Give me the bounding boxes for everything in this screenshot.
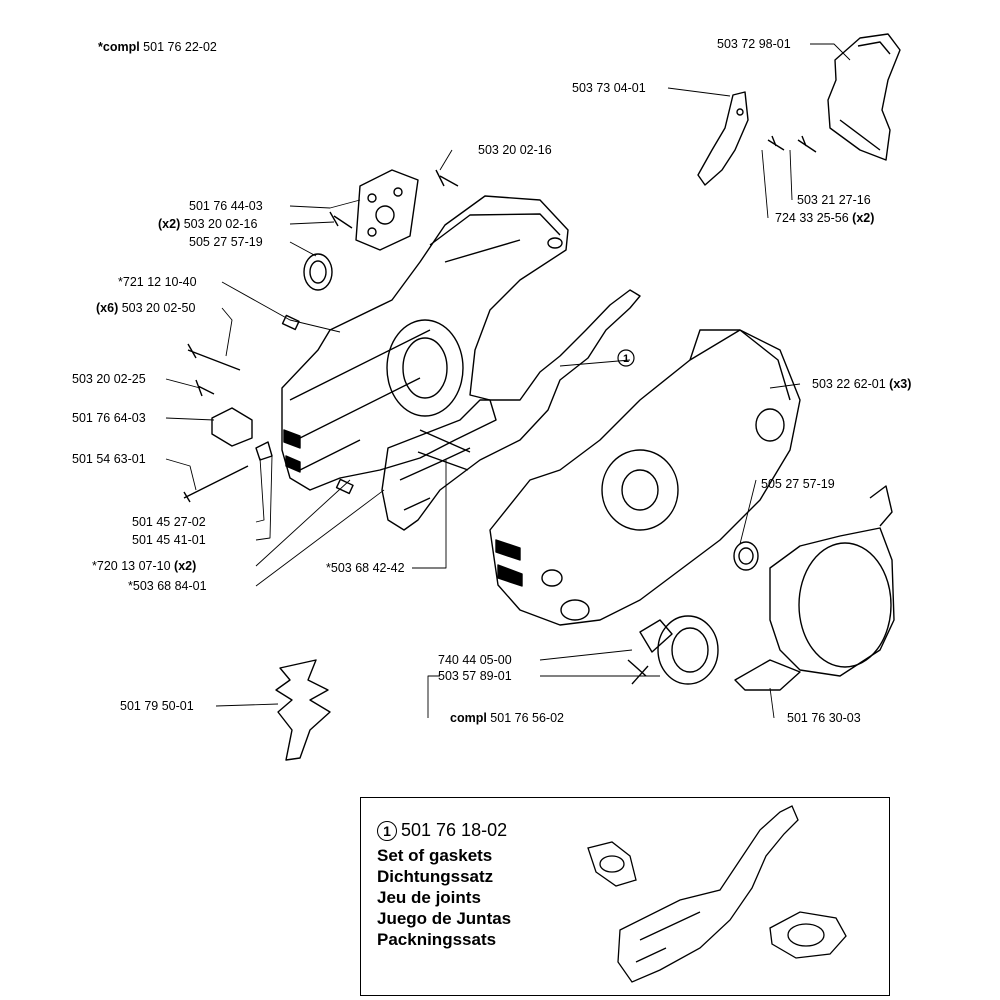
part-label: 503 21 27-16 — [797, 193, 871, 207]
part-label: (x2) 503 20 02-16 — [158, 217, 258, 231]
dowel-pin-2 — [335, 478, 354, 495]
part-label: 503 22 62-01 (x3) — [812, 377, 912, 391]
intake-block — [355, 169, 419, 251]
part-label: 740 44 05-00 — [438, 653, 512, 667]
part-label: 501 45 41-01 — [132, 533, 206, 547]
tank-cap-assembly — [627, 615, 719, 685]
chain-catcher — [275, 659, 331, 761]
starter-cover — [734, 485, 895, 691]
collar — [255, 441, 273, 461]
part-label: *720 13 07-10 (x2) — [92, 559, 197, 573]
screw-top-right-1 — [767, 135, 785, 151]
threaded-stud — [417, 429, 471, 471]
bearing-bushing — [211, 407, 253, 447]
part-label: 503 57 89-01 — [438, 669, 512, 683]
gasket-set-name-sv: Packningssats — [377, 930, 497, 949]
part-label: 501 79 50-01 — [120, 699, 194, 713]
gasket-set-illustration — [587, 805, 847, 983]
gasket-set-name-de: Dichtungssatz — [377, 867, 494, 886]
callout-marker-text: 1 — [623, 353, 629, 365]
part-label: 501 76 44-03 — [189, 199, 263, 213]
part-label: 501 76 64-03 — [72, 411, 146, 425]
seal-ring-right — [733, 541, 759, 571]
screw-pair — [329, 211, 353, 229]
crankcase-gasket — [381, 289, 641, 531]
part-label: 503 20 02-16 — [478, 143, 552, 157]
screw-top — [435, 169, 459, 187]
gasket-set-name-en: Set of gaskets — [377, 846, 493, 865]
callout-marker-1: 1 — [617, 349, 635, 367]
screw-top-right-2 — [797, 135, 817, 153]
gasket-set-name-fr: Jeu de joints — [377, 888, 481, 907]
part-label: (x6) 503 20 02-50 — [96, 301, 196, 315]
chain-guard-plate — [827, 33, 901, 161]
part-label: 503 73 04-01 — [572, 81, 646, 95]
part-label: 724 33 25-56 (x2) — [775, 211, 875, 225]
right-crankcase-half — [489, 329, 801, 626]
part-label: 503 72 98-01 — [717, 37, 791, 51]
assembly-compl-label: *compl 501 76 22-02 — [98, 40, 217, 54]
dowel-pin — [281, 314, 300, 331]
left-crankcase-half — [281, 195, 569, 491]
deflector-bracket — [697, 91, 749, 186]
part-label: 501 54 63-01 — [72, 452, 146, 466]
part-label: 501 76 30-03 — [787, 711, 861, 725]
part-label: *503 68 42-42 — [326, 561, 405, 575]
part-label: compl 501 76 56-02 — [450, 711, 564, 725]
part-label: *503 68 84-01 — [128, 579, 207, 593]
part-label: 505 27 57-19 — [761, 477, 835, 491]
part-label: *721 12 10-40 — [118, 275, 197, 289]
seal-ring-left — [303, 253, 333, 291]
part-label: 501 45 27-02 — [132, 515, 206, 529]
part-label: 505 27 57-19 — [189, 235, 263, 249]
long-screw — [187, 343, 241, 371]
part-label: 503 20 02-25 — [72, 372, 146, 386]
long-screw-2 — [183, 465, 249, 503]
gasket-set-marker: 1 — [377, 821, 397, 841]
gasket-set-name-es: Juego de Juntas — [377, 909, 512, 928]
